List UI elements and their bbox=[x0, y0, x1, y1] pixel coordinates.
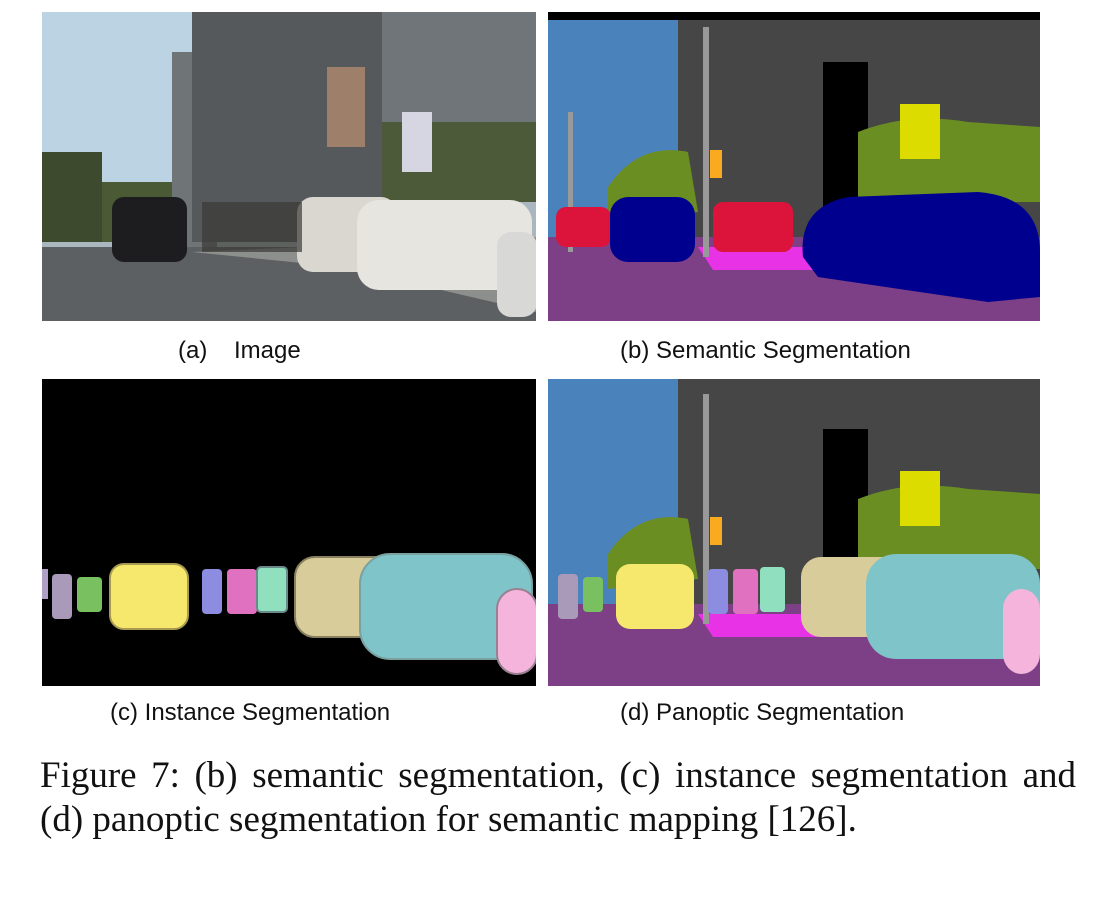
subfigure-label-d: (d) Panoptic Segmentation bbox=[620, 699, 905, 726]
panoptic-segmentation-panel bbox=[548, 379, 1040, 686]
subfigure-label-b: (b) Semantic Segmentation bbox=[620, 337, 911, 364]
street-photo bbox=[42, 12, 536, 321]
image-panel bbox=[42, 12, 536, 321]
instance-segmentation-map bbox=[42, 379, 536, 686]
panoptic-segmentation-map bbox=[548, 379, 1040, 686]
subfigure-label-a: (a) Image bbox=[178, 337, 301, 364]
semantic-segmentation-panel bbox=[548, 12, 1040, 321]
semantic-segmentation-map bbox=[548, 12, 1040, 321]
figure-caption: Figure 7: (b) semantic segmentation, (c)… bbox=[40, 755, 1076, 840]
instance-segmentation-panel bbox=[42, 379, 536, 686]
subfigure-label-c: (c) Instance Segmentation bbox=[110, 699, 391, 726]
